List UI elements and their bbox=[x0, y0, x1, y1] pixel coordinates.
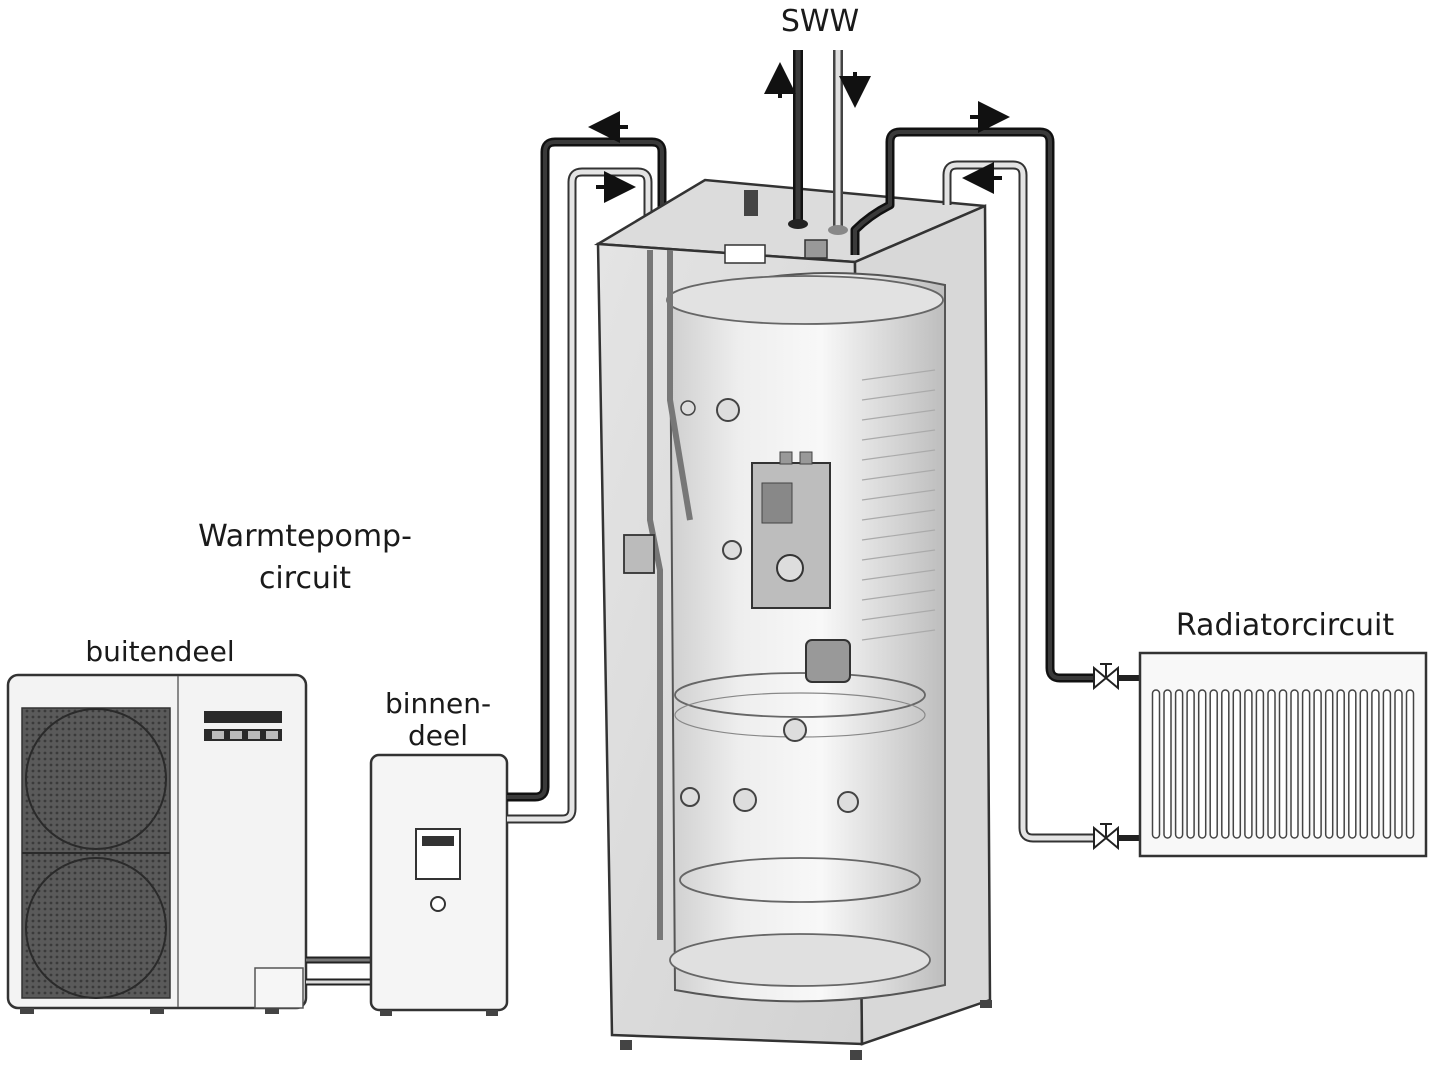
radiator-fin bbox=[1324, 689, 1334, 839]
radiator-fin bbox=[1209, 689, 1218, 839]
radiator-fin bbox=[1336, 689, 1345, 839]
radiator-fin bbox=[1348, 689, 1357, 839]
tank-ports bbox=[680, 398, 859, 813]
radiator-fin bbox=[1278, 689, 1288, 839]
radiator-fin bbox=[1186, 689, 1195, 839]
radiator bbox=[1138, 651, 1428, 858]
valve-icon bbox=[1093, 663, 1119, 691]
indoor-unit-label-line2: deel bbox=[407, 719, 468, 752]
radiator-fin bbox=[1359, 689, 1369, 839]
radiator-fins-icon bbox=[1151, 689, 1415, 839]
radiator-fin bbox=[1371, 689, 1380, 839]
heat-pump-circuit-pipes bbox=[507, 137, 667, 824]
radiator-fin bbox=[1255, 689, 1265, 839]
radiator-fin bbox=[1151, 689, 1161, 839]
radiator-fin bbox=[1221, 689, 1230, 839]
radiator-fin bbox=[1405, 689, 1415, 839]
indoor-unit bbox=[369, 753, 509, 1016]
radiator-fin bbox=[1394, 689, 1403, 839]
domestic-hot-water-pipes bbox=[788, 50, 848, 235]
storage-tank bbox=[593, 178, 992, 1060]
radiator-fin bbox=[1267, 689, 1276, 839]
radiator-fin bbox=[1244, 689, 1253, 839]
radiator-fin bbox=[1174, 689, 1184, 839]
radiator-fin bbox=[1290, 689, 1299, 839]
outdoor-unit-label: buitendeel bbox=[85, 635, 235, 668]
radiator-fin bbox=[1197, 689, 1207, 839]
radiator-fin bbox=[1163, 689, 1172, 839]
outdoor-indoor-pipes bbox=[306, 956, 372, 986]
radiator-circuit-label: Radiatorcircuit bbox=[1175, 608, 1395, 643]
heatpump-circuit-label-line1: Warmtepomp- bbox=[198, 519, 412, 554]
radiator-fin bbox=[1382, 689, 1392, 839]
radiator-fin bbox=[1232, 689, 1242, 839]
circulation-pump-icon bbox=[805, 639, 851, 683]
indoor-unit-label-line1: binnen- bbox=[384, 687, 492, 720]
flow-arrows bbox=[588, 62, 1010, 203]
heatpump-circuit-label-line2: circuit bbox=[258, 561, 352, 596]
outdoor-unit bbox=[6, 673, 308, 1014]
sww-label: SWW bbox=[780, 4, 860, 39]
pressure-gauge-icon bbox=[430, 896, 446, 912]
radiator-fin bbox=[1313, 689, 1322, 839]
valve-icon bbox=[1093, 823, 1119, 851]
radiator-circuit-pipes bbox=[850, 127, 1140, 843]
radiator-fin bbox=[1301, 689, 1311, 839]
